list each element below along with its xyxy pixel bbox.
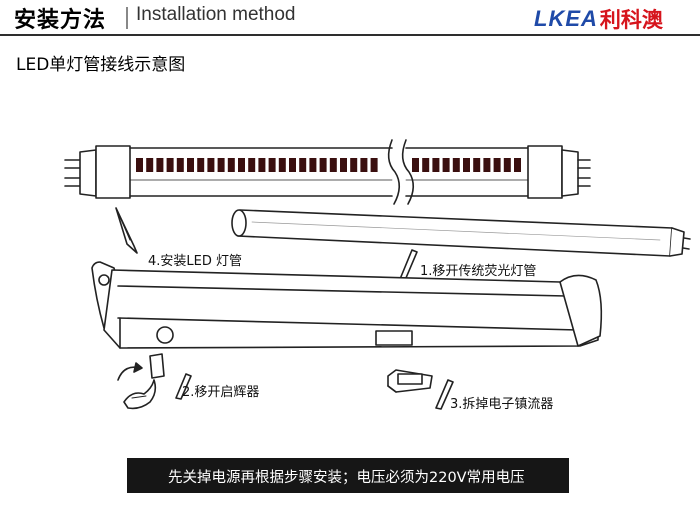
led-chip <box>136 158 143 172</box>
led-chip <box>176 158 184 172</box>
led-chip <box>248 158 256 172</box>
arrow-remove-ballast <box>435 379 454 410</box>
led-chip <box>156 158 164 172</box>
led-chip <box>360 158 368 172</box>
led-chip <box>268 158 276 172</box>
step-4-label: 4.安装LED 灯管 <box>148 254 243 269</box>
led-chip <box>197 158 205 172</box>
brand-logo: LKEA 利科澳 <box>534 6 663 32</box>
step-3-label: 3.拆掉电子镇流器 <box>450 397 554 412</box>
led-chip <box>258 158 266 172</box>
led-tube <box>64 139 591 205</box>
diagram-heading: LED单灯管接线示意图 <box>16 55 186 75</box>
arrow-remove-starter <box>175 373 192 400</box>
led-chip <box>187 158 194 172</box>
led-chip <box>309 158 317 172</box>
led-chip <box>217 158 225 172</box>
led-chip <box>299 158 307 172</box>
page-header: 安装方法 Installation method LKEA 利科澳 <box>0 0 700 36</box>
led-chip <box>146 158 154 172</box>
led-chip <box>503 158 511 172</box>
led-chip <box>432 158 440 172</box>
led-chip <box>238 158 245 172</box>
ballast <box>387 369 433 393</box>
starter-hand <box>117 353 165 410</box>
led-chip <box>370 158 378 172</box>
header-rule <box>0 34 700 36</box>
led-chip <box>340 158 347 172</box>
fixture-housing <box>91 261 603 349</box>
led-chip <box>452 158 460 172</box>
page-title: 安装方法 <box>14 8 107 33</box>
page-subtitle: Installation method <box>136 4 296 25</box>
led-chip <box>289 158 296 172</box>
led-chip <box>278 158 286 172</box>
led-chip <box>319 158 327 172</box>
led-chip <box>442 158 450 172</box>
fluorescent-tube <box>231 209 691 257</box>
logo-latin: LKEA <box>534 6 598 31</box>
logo-cjk: 利科澳 <box>599 8 663 32</box>
led-chip <box>422 158 430 172</box>
led-chip <box>412 158 419 172</box>
led-chip <box>473 158 481 172</box>
title-divider <box>126 7 128 29</box>
led-chip <box>166 158 174 172</box>
step-2-label: 2.移开启辉器 <box>182 385 260 400</box>
led-chip <box>483 158 491 172</box>
led-chip <box>350 158 358 172</box>
led-chip <box>329 158 337 172</box>
led-chip <box>207 158 215 172</box>
led-chip <box>463 158 470 172</box>
led-chip <box>493 158 501 172</box>
warning-text: 先关掉电源再根据步骤安装；电压必须为220V常用电压 <box>168 470 525 486</box>
led-chip <box>227 158 235 172</box>
led-chip <box>514 158 521 172</box>
step-1-label: 1.移开传统荧光灯管 <box>420 264 537 279</box>
warning-banner <box>127 458 569 493</box>
led-chips <box>136 158 521 172</box>
